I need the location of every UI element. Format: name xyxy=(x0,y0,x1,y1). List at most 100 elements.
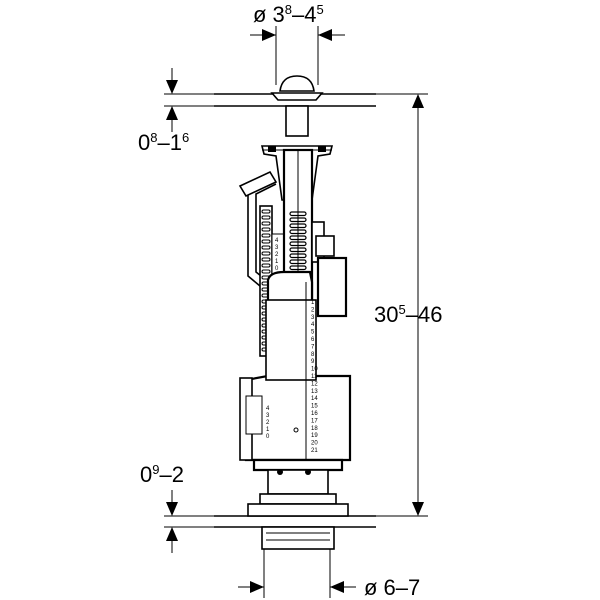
seal-body xyxy=(267,469,329,495)
height-dimension: 305–46 xyxy=(374,93,442,517)
valve-seal xyxy=(259,469,337,505)
right-scale-label: 16 xyxy=(311,411,318,417)
rack-tooth xyxy=(261,239,271,244)
left-scale-label: 4 xyxy=(266,406,270,412)
upper-scale-label: 2 xyxy=(275,252,279,258)
height-arrow-bottom xyxy=(412,502,424,516)
left-scale-label: 1 xyxy=(266,427,270,433)
right-scale-label: 1 xyxy=(311,300,315,306)
funnel-tab-right xyxy=(318,146,326,152)
right-scale-label: 13 xyxy=(311,389,318,395)
left-lower-dimension: 09–2 xyxy=(140,462,214,553)
right-scale-label: 15 xyxy=(311,404,318,410)
cap-stem xyxy=(285,105,309,137)
cap-flange xyxy=(270,92,324,101)
right-scale-label: 9 xyxy=(311,359,315,365)
rack-tooth xyxy=(261,209,271,214)
shaft-slot xyxy=(289,223,307,229)
right-scale-label: 19 xyxy=(311,433,318,439)
float-block xyxy=(316,256,348,318)
left-scale-label: 0 xyxy=(266,434,270,440)
bottom-diameter-arrow-right xyxy=(330,581,344,593)
upper-scale-label: 0 xyxy=(275,266,279,272)
height-label: 305–46 xyxy=(374,302,442,327)
top-diameter-dimension: ø 38–45 xyxy=(250,2,345,85)
seal-pin-right xyxy=(305,469,311,475)
right-scale-label: 20 xyxy=(311,441,318,447)
rack-tooth xyxy=(261,269,271,274)
rack-tooth xyxy=(261,251,271,256)
right-scale-label: 5 xyxy=(311,330,315,336)
right-scale-label: 11 xyxy=(311,374,318,380)
top-cap xyxy=(270,75,324,137)
cap-dome xyxy=(279,75,315,92)
right-scale-label: 14 xyxy=(311,396,318,402)
right-scale-label: 2 xyxy=(311,307,315,313)
left-upper-dimension: 08–16 xyxy=(138,68,214,155)
housing-base xyxy=(252,458,344,472)
shaft-slot xyxy=(289,247,307,253)
seal-ring xyxy=(259,493,337,505)
left-lower-arrow-top xyxy=(166,502,178,516)
housing-window xyxy=(265,299,317,381)
right-scale-label: 7 xyxy=(311,344,315,350)
bottom-diameter-arrow-left xyxy=(250,581,264,593)
rack-tooth xyxy=(261,221,271,226)
rack-tooth xyxy=(261,227,271,232)
shaft-slot xyxy=(289,253,307,259)
left-upper-arrow-top xyxy=(166,80,178,94)
left-scale-label: 3 xyxy=(266,413,270,419)
shaft-slot xyxy=(289,211,307,217)
float-chamber xyxy=(311,221,348,318)
left-scale-label: 2 xyxy=(266,420,270,426)
right-scale-label: 3 xyxy=(311,315,315,321)
left-lower-label: 09–2 xyxy=(140,462,184,487)
height-arrow-top xyxy=(412,94,424,108)
bottom-nut xyxy=(261,526,335,550)
shaft-slot xyxy=(289,241,307,247)
rack-tooth xyxy=(261,263,271,268)
upper-scale-label: 1 xyxy=(275,259,279,265)
housing-screw xyxy=(293,427,299,433)
refill-tube-head xyxy=(238,170,278,198)
top-diameter-arrow-right xyxy=(318,29,332,41)
top-diameter-label: ø 38–45 xyxy=(253,2,324,27)
bottom-cistern-wall xyxy=(214,503,376,550)
rack-tooth xyxy=(261,215,271,220)
left-upper-arrow-bottom xyxy=(166,106,178,120)
shaft-slot xyxy=(289,265,307,271)
shaft-slot xyxy=(289,217,307,223)
bottom-flange xyxy=(247,503,349,517)
funnel-tab-left xyxy=(268,146,276,152)
right-scale-label: 18 xyxy=(311,426,318,432)
left-upper-label: 08–16 xyxy=(138,130,189,155)
right-scale-label: 8 xyxy=(311,352,315,358)
right-scale-label: 21 xyxy=(311,448,318,454)
right-scale-label: 10 xyxy=(311,367,318,373)
right-scale-label: 4 xyxy=(311,322,315,328)
shaft-slot xyxy=(289,229,307,235)
left-scale-plate xyxy=(245,395,263,435)
float-clip xyxy=(315,235,335,257)
rack-tooth xyxy=(261,257,271,262)
upper-scale-label: 3 xyxy=(275,245,279,251)
top-diameter-arrow-left xyxy=(262,29,276,41)
left-lower-arrow-bottom xyxy=(166,527,178,541)
upper-scale-label: 4 xyxy=(275,238,279,244)
rack-tooth xyxy=(261,245,271,250)
bottom-diameter-label: ø 6–7 xyxy=(364,575,420,600)
rack-tooth xyxy=(261,233,271,238)
seal-pin-left xyxy=(277,469,283,475)
shaft-slot xyxy=(289,235,307,241)
bottom-diameter-dimension: ø 6–7 xyxy=(238,549,420,600)
right-scale-label: 12 xyxy=(311,381,318,387)
right-scale-label: 17 xyxy=(311,418,318,424)
shaft-slot xyxy=(289,259,307,265)
right-scale-label: 6 xyxy=(311,337,315,343)
